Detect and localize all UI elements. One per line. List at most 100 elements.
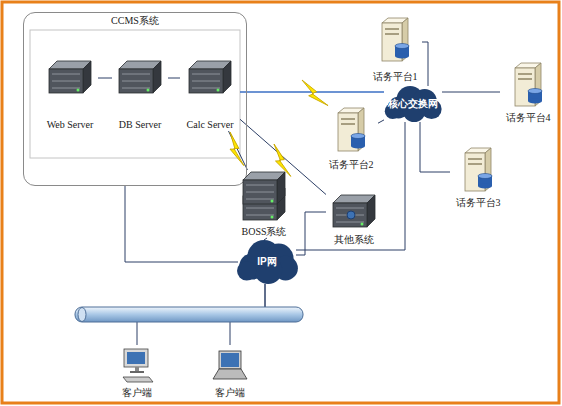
- connector: [168, 78, 180, 79]
- lightning-bolt-shape: [298, 80, 332, 106]
- icon-group: [465, 148, 492, 191]
- icon-part: [135, 367, 139, 371]
- icon-part: [192, 81, 220, 82]
- icon-part: [119, 69, 153, 93]
- node-label: BOSS系统: [226, 226, 302, 238]
- node-label: 话务平台3: [440, 197, 516, 209]
- node-label: 话务平台1: [358, 71, 432, 83]
- icon-part: [395, 54, 409, 59]
- icon-part: [130, 371, 144, 373]
- node-label: CCMS系统: [14, 15, 256, 27]
- icon-part: [395, 44, 409, 49]
- icon-group: [123, 349, 153, 382]
- connector: [422, 42, 428, 86]
- icon-part: [213, 369, 247, 379]
- node-icon: [112, 55, 168, 117]
- node-label: 话务平台4: [490, 112, 562, 124]
- lightning-bolt-shape: [219, 132, 255, 166]
- node-icon: [500, 60, 556, 110]
- icon-part: [478, 184, 492, 189]
- connector: [98, 78, 112, 79]
- rack-server: DB Server: [112, 55, 168, 131]
- icon-part: [271, 216, 274, 219]
- icon-part: [528, 99, 542, 104]
- icon-part: [217, 89, 220, 92]
- icon-part: [528, 89, 542, 94]
- icon-part: [189, 69, 223, 93]
- icon-part: [77, 89, 80, 92]
- icon-part: [147, 89, 150, 92]
- rack-server: Calc Server: [180, 55, 240, 131]
- connector: [264, 238, 267, 240]
- icon-part: [468, 163, 482, 165]
- connector: [125, 186, 238, 262]
- icon-group: [189, 61, 231, 93]
- icon-part: [361, 223, 364, 226]
- node-label: IP网: [228, 256, 306, 268]
- icon-part: [468, 158, 482, 160]
- icon-group: [49, 61, 91, 93]
- node-label: Web Server: [32, 119, 108, 131]
- system-group: CCMS系统Web ServerDB ServerCalc Server: [23, 12, 247, 186]
- connector: [442, 92, 500, 93]
- connector: [230, 284, 265, 345]
- icon-part: [336, 208, 364, 209]
- icon-part: [122, 88, 150, 89]
- node-label: Calc Server: [170, 119, 250, 131]
- icon-part: [52, 81, 80, 82]
- server-stack: BOSS系统: [236, 170, 292, 238]
- icon-part: [246, 192, 274, 193]
- icon-part: [127, 352, 145, 364]
- orange-frame: [2, 2, 559, 403]
- icon-part: [385, 28, 399, 30]
- icon-group: [119, 61, 161, 93]
- icon-part: [341, 118, 355, 120]
- network-cloud: 核心交换网: [384, 86, 442, 122]
- node-icon: [450, 145, 506, 195]
- node-icon: [324, 105, 378, 157]
- icon-part: [333, 203, 367, 227]
- node-icon: [236, 170, 292, 224]
- icon-part: [237, 261, 256, 280]
- connector: [296, 212, 326, 255]
- connector: [420, 122, 450, 172]
- tower-server: 话务平台3: [450, 145, 506, 209]
- icon-part: [341, 123, 355, 125]
- node-label: 其他系统: [316, 234, 392, 246]
- icon-group: [333, 195, 375, 227]
- connector: [240, 91, 384, 93]
- icon-part: [246, 215, 274, 216]
- icon-part: [83, 61, 91, 93]
- icon-part: [385, 33, 399, 35]
- icon-part: [122, 81, 150, 82]
- icon-group: [515, 63, 542, 106]
- icon-part: [246, 185, 274, 186]
- icon-part: [347, 211, 355, 219]
- connector: [228, 131, 247, 170]
- tower-server: 话务平台1: [368, 15, 422, 83]
- icon-part: [122, 74, 150, 75]
- node-icon: [180, 55, 240, 117]
- network-bus: [75, 307, 303, 322]
- icon-part: [52, 74, 80, 75]
- rack-server: Web Server: [42, 55, 98, 131]
- icon-part: [192, 88, 220, 89]
- node-icon: [112, 345, 162, 385]
- tower-server: 话务平台2: [324, 105, 378, 171]
- node-icon: [205, 345, 255, 385]
- system-server: 其他系统: [326, 192, 382, 246]
- icon-part: [49, 69, 83, 93]
- icon-part: [367, 195, 375, 227]
- laptop-client: 客户端: [205, 345, 255, 399]
- icon-part: [351, 134, 365, 139]
- tower-server: 话务平台4: [500, 60, 556, 124]
- bus-end: [78, 308, 86, 322]
- inner-panel: [30, 30, 240, 158]
- icon-part: [351, 144, 365, 149]
- icon-part: [124, 349, 148, 367]
- connector: [137, 284, 265, 345]
- node-icon: [42, 55, 98, 117]
- icon-group: [213, 351, 247, 379]
